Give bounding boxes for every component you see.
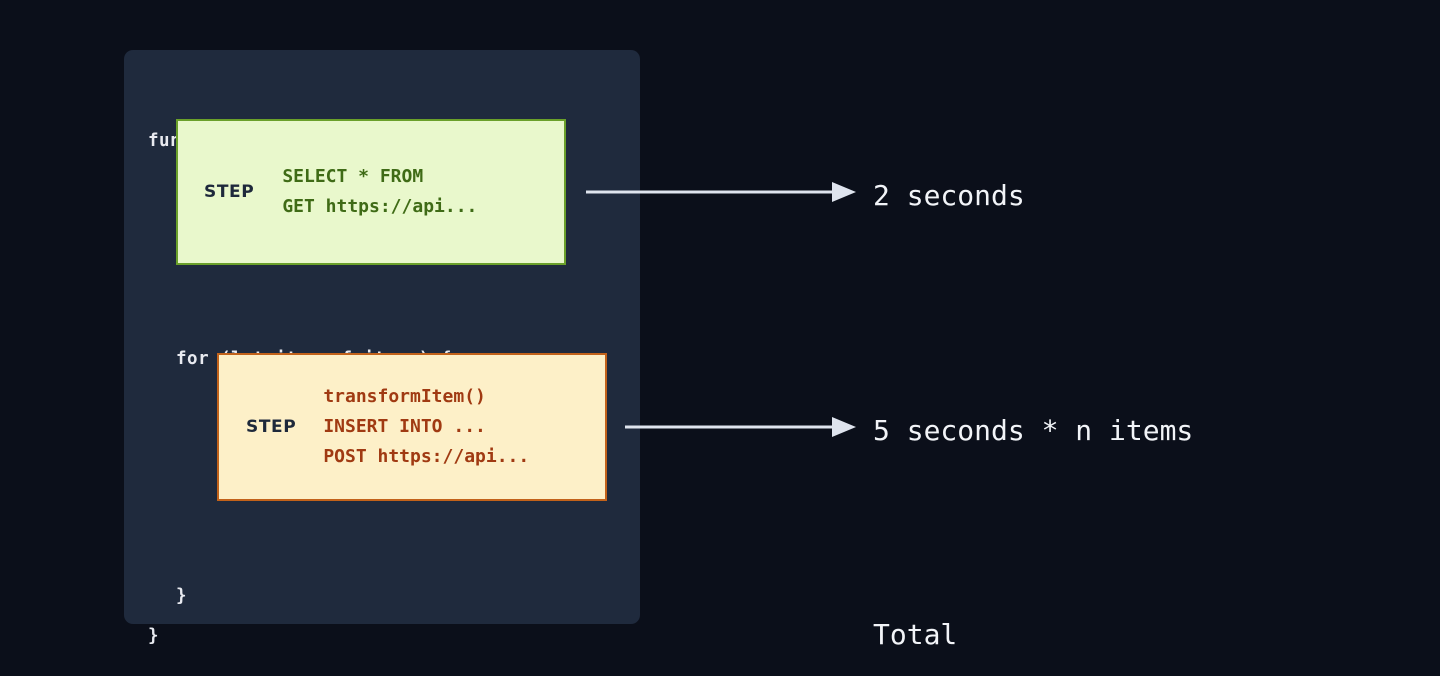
total-heading: Total (873, 618, 958, 651)
step-label: STEP (204, 182, 255, 202)
step-box-transform[interactable]: STEP transformItem() INSERT INTO ... POS… (217, 353, 607, 501)
step-box-select[interactable]: STEP SELECT * FROM GET https://api... (176, 119, 566, 265)
total-block: Total 100 items = 502 seconds (873, 535, 1261, 676)
annotation-step-1-duration: 2 seconds (873, 179, 1025, 212)
arrow-right-icon (586, 182, 856, 202)
code-line-function-close: } (148, 626, 160, 646)
step-code: SELECT * FROM GET https://api... (282, 166, 478, 217)
arrow-right-icon (625, 417, 856, 437)
step-code: transformItem() INSERT INTO ... POST htt… (323, 386, 530, 467)
step-label: STEP (246, 417, 297, 437)
code-line-for-close: } (176, 586, 188, 606)
code-panel: function () { STEP SELECT * FROM GET htt… (124, 50, 640, 646)
annotation-step-2-duration: 5 seconds * n items (873, 414, 1194, 447)
